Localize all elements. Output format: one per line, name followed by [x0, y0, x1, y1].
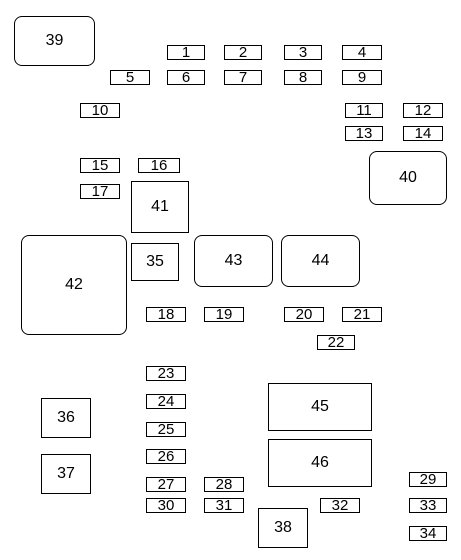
relay-40: 40 [369, 151, 447, 205]
fuse-29: 29 [409, 472, 447, 487]
relay-43: 43 [194, 235, 273, 287]
block-37: 37 [41, 454, 91, 494]
fuse-34: 34 [409, 526, 447, 541]
fuse-11: 11 [345, 103, 383, 118]
fuse-17: 17 [80, 184, 120, 199]
relay-39: 39 [14, 16, 95, 66]
relay-42: 42 [21, 235, 127, 335]
fuse-27: 27 [146, 477, 186, 492]
fuse-22: 22 [317, 335, 355, 350]
fuse-10: 10 [80, 103, 120, 118]
block-46: 46 [268, 439, 372, 487]
block-38: 38 [258, 508, 308, 548]
fuse-33: 33 [409, 498, 447, 513]
fuse-24: 24 [146, 394, 186, 409]
fuse-32: 32 [320, 498, 360, 513]
fuse-18: 18 [146, 307, 186, 322]
fuse-13: 13 [345, 126, 383, 141]
block-35: 35 [131, 243, 179, 281]
fuse-5: 5 [110, 70, 150, 85]
fuse-31: 31 [204, 498, 244, 513]
fuse-3: 3 [284, 45, 322, 60]
fuse-21: 21 [342, 307, 382, 322]
fuse-16: 16 [138, 158, 180, 173]
fuse-25: 25 [146, 422, 186, 437]
block-45: 45 [268, 383, 372, 431]
fuse-19: 19 [204, 307, 244, 322]
block-36: 36 [41, 398, 91, 438]
fuse-4: 4 [342, 45, 382, 60]
fuse-23: 23 [146, 366, 186, 381]
fuse-8: 8 [284, 70, 322, 85]
fuse-1: 1 [167, 45, 205, 60]
fuse-6: 6 [167, 70, 205, 85]
fuse-30: 30 [146, 498, 186, 513]
fuse-7: 7 [224, 70, 262, 85]
fuse-14: 14 [403, 126, 443, 141]
fuse-26: 26 [146, 449, 186, 464]
fuse-9: 9 [342, 70, 382, 85]
block-41: 41 [131, 181, 189, 233]
fuse-20: 20 [284, 307, 324, 322]
relay-44: 44 [281, 235, 360, 287]
fuse-12: 12 [403, 103, 443, 118]
fuse-28: 28 [204, 477, 244, 492]
fuse-2: 2 [224, 45, 262, 60]
fuse-15: 15 [80, 158, 120, 173]
